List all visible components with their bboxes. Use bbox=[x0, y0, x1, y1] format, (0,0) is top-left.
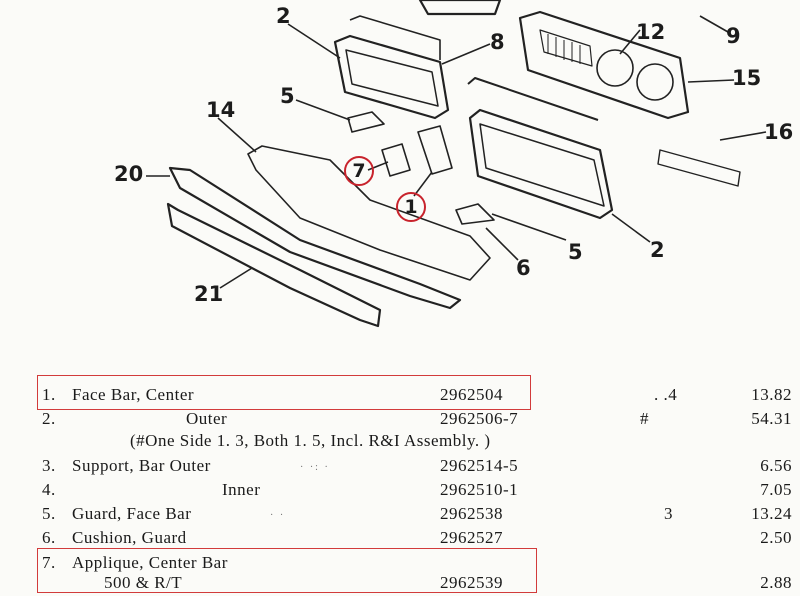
part-name: Outer bbox=[186, 409, 228, 428]
right-guard bbox=[455, 203, 495, 225]
part-number-index: 1. bbox=[42, 385, 56, 404]
part-name: Cushion, Guard bbox=[72, 528, 187, 547]
dodge-emblem bbox=[657, 149, 741, 187]
part-note: (#One Side 1. 3, Both 1. 5, Incl. R&I As… bbox=[130, 431, 491, 450]
part-number: 2962504 bbox=[440, 385, 503, 404]
part-name: 500 & R/T bbox=[104, 573, 183, 592]
part-qty: . .4 bbox=[654, 385, 678, 404]
part-name: Face Bar, Center bbox=[72, 385, 195, 404]
parts-note-row: (#One Side 1. 3, Both 1. 5, Incl. R&I As… bbox=[0, 430, 800, 452]
part-number-index: 6. bbox=[42, 528, 56, 547]
callout-16: 16 bbox=[764, 120, 794, 144]
part-number-index: 5. bbox=[42, 504, 56, 523]
part-name: Applique, Center Bar bbox=[72, 553, 228, 572]
part-price: 6.56 bbox=[760, 456, 792, 475]
callout-2-lower: 2 bbox=[650, 238, 665, 262]
callout-7: 7 bbox=[344, 156, 374, 186]
part-qty: # bbox=[640, 409, 649, 428]
part-number: 2962539 bbox=[440, 573, 503, 592]
exploded-parts-diagram bbox=[146, 0, 767, 328]
center-applique bbox=[381, 143, 411, 177]
part-price: 13.82 bbox=[751, 385, 792, 404]
callout-5-lower: 5 bbox=[568, 240, 583, 264]
part-price: 2.50 bbox=[760, 528, 792, 547]
part-price: 54.31 bbox=[751, 409, 792, 428]
parts-row: 2. Outer 2962506-7 # 54.31 bbox=[0, 408, 800, 430]
part-price: 2.88 bbox=[760, 573, 792, 592]
callout-14: 14 bbox=[206, 98, 236, 122]
part-number: 2962527 bbox=[440, 528, 503, 547]
bar-support bbox=[247, 145, 491, 281]
callout-9: 9 bbox=[726, 24, 741, 48]
callout-20: 20 bbox=[114, 162, 144, 186]
bumper-upper bbox=[168, 166, 462, 310]
highlight-face-bar-center bbox=[37, 375, 531, 410]
part-number: 2962514-5 bbox=[440, 456, 519, 475]
parts-row: 6. Cushion, Guard 2962527 2.50 bbox=[0, 527, 800, 549]
callout-8: 8 bbox=[490, 30, 505, 54]
parts-row: 7. Applique, Center Bar bbox=[0, 552, 800, 574]
part-name: Inner bbox=[222, 480, 261, 499]
part-qty: 3 bbox=[664, 504, 673, 523]
part-price: 13.24 bbox=[751, 504, 792, 523]
callout-5-upper: 5 bbox=[280, 84, 295, 108]
left-guard bbox=[347, 111, 385, 133]
bumper-lower bbox=[166, 202, 382, 328]
part-number: 2962538 bbox=[440, 504, 503, 523]
part-number: 2962510-1 bbox=[440, 480, 519, 499]
part-name: Guard, Face Bar bbox=[72, 504, 192, 523]
parts-row: 3. Support, Bar Outer 2962514-5 6.56 bbox=[0, 455, 800, 477]
callout-21: 21 bbox=[194, 282, 224, 306]
right-headlamp-bezel bbox=[468, 108, 614, 220]
left-headlamp-bezel bbox=[333, 34, 450, 120]
callout-1: 1 bbox=[396, 192, 426, 222]
part-number-index: 7. bbox=[42, 553, 56, 572]
parts-row: 500 & R/T 2962539 2.88 bbox=[0, 572, 800, 594]
scan-specks: · ·: · bbox=[300, 462, 330, 473]
molding-strip bbox=[467, 77, 599, 121]
part-number-index: 4. bbox=[42, 480, 56, 499]
center-face-bar bbox=[417, 125, 453, 175]
parts-row: 1. Face Bar, Center 2962504 . .4 13.82 bbox=[0, 384, 800, 406]
part-number-index: 3. bbox=[42, 456, 56, 475]
callout-12: 12 bbox=[636, 20, 666, 44]
scan-specks-2: · · bbox=[270, 510, 286, 521]
part-number-index: 2. bbox=[42, 409, 56, 428]
upper-grille-part bbox=[418, 0, 502, 16]
part-number: 2962506-7 bbox=[440, 409, 519, 428]
parts-row: 4. Inner 2962510-1 7.05 bbox=[0, 479, 800, 501]
callout-6: 6 bbox=[516, 256, 531, 280]
part-name: Support, Bar Outer bbox=[72, 456, 211, 475]
right-grille-assembly bbox=[518, 10, 690, 120]
part-price: 7.05 bbox=[760, 480, 792, 499]
highlight-applique bbox=[37, 548, 537, 593]
callout-2: 2 bbox=[276, 4, 291, 28]
callout-15: 15 bbox=[732, 66, 762, 90]
parts-row: 5. Guard, Face Bar 2962538 3 13.24 bbox=[0, 503, 800, 525]
